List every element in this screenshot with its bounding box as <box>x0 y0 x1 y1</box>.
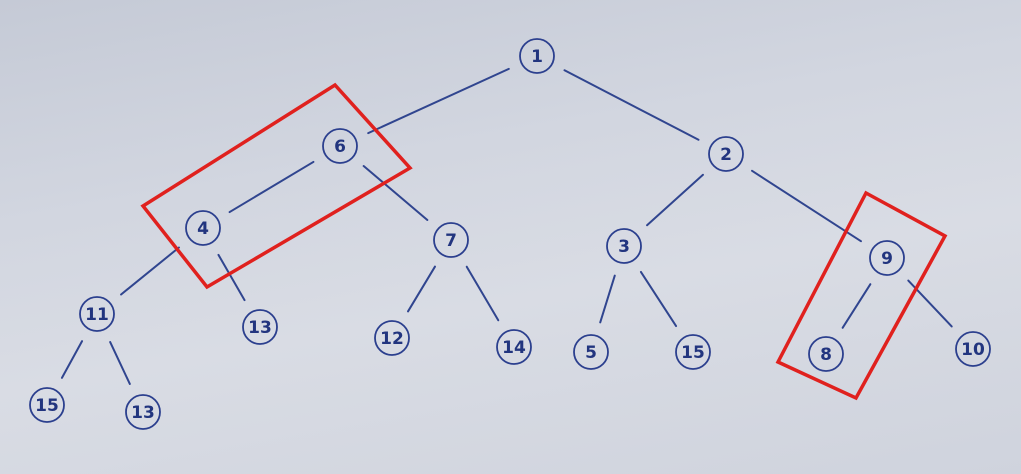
tree-edge-n4-n13a <box>217 253 246 302</box>
node-circle <box>374 320 410 356</box>
tree-edge-n2-n9 <box>751 169 862 243</box>
node-label: 7 <box>445 231 457 251</box>
tree-node-n6: 6 <box>322 128 358 164</box>
node-circle <box>29 387 65 423</box>
node-label: 2 <box>720 145 732 165</box>
tree-node-n10: 10 <box>955 331 991 367</box>
tree-node-n7: 7 <box>433 222 469 258</box>
node-label: 5 <box>585 343 597 363</box>
node-circle <box>675 334 711 370</box>
tree-node-n9: 9 <box>869 240 905 276</box>
node-circle <box>606 228 642 264</box>
highlight-box-n9-n8 <box>775 190 948 401</box>
node-label: 9 <box>881 249 893 269</box>
node-label: 14 <box>502 338 526 358</box>
tree-edge-n3-n15a <box>639 270 678 328</box>
tree-node-n3: 3 <box>606 228 642 264</box>
node-label: 1 <box>531 47 543 67</box>
tree-edge-n6-n7 <box>362 165 429 221</box>
node-circle <box>433 222 469 258</box>
node-label: 13 <box>248 318 272 338</box>
tree-node-n4: 4 <box>185 210 221 246</box>
tree-edge-n7-n12 <box>406 265 437 313</box>
node-label: 13 <box>131 403 155 423</box>
node-label: 6 <box>334 137 346 157</box>
tree-node-root: 1 <box>519 38 555 74</box>
tree-edge-root-n2 <box>563 69 700 141</box>
node-label: 15 <box>35 396 59 416</box>
node-circle <box>496 329 532 365</box>
node-circle <box>808 336 844 372</box>
tree-node-n5: 5 <box>573 334 609 370</box>
node-label: 8 <box>820 345 832 365</box>
tree-node-n8: 8 <box>808 336 844 372</box>
tree-edge-n2-n3 <box>646 173 704 227</box>
tree-edge-n6-n4 <box>228 160 315 214</box>
node-label: 12 <box>380 329 404 349</box>
tree-node-n13b: 13 <box>125 394 161 430</box>
tree-edge-root-n6 <box>367 67 510 135</box>
node-circle <box>519 38 555 74</box>
node-circle <box>242 309 278 345</box>
tree-node-n15a: 15 <box>675 334 711 370</box>
tree-edge-n9-n8 <box>841 283 872 329</box>
tree-node-n13a: 13 <box>242 309 278 345</box>
tree-node-n14: 14 <box>496 329 532 365</box>
node-circle <box>125 394 161 430</box>
tree-edge-n7-n14 <box>465 265 500 322</box>
tree-edge-n11-n15b <box>60 340 84 379</box>
node-circle <box>322 128 358 164</box>
node-circle <box>573 334 609 370</box>
highlight-box-n6-n4 <box>140 82 413 290</box>
tree-node-n12: 12 <box>374 320 410 356</box>
node-circle <box>955 331 991 367</box>
node-circle <box>185 210 221 246</box>
tree-edge-n4-n11 <box>120 246 180 296</box>
tree-node-n11: 11 <box>79 296 115 332</box>
tree-edge-n3-n5 <box>599 274 616 324</box>
node-label: 3 <box>618 237 630 257</box>
tree-node-n15b: 15 <box>29 387 65 423</box>
node-circle <box>869 240 905 276</box>
node-circle <box>708 136 744 172</box>
node-label: 11 <box>85 305 109 325</box>
node-label: 4 <box>197 219 209 239</box>
node-label: 15 <box>681 343 705 363</box>
tree-node-n2: 2 <box>708 136 744 172</box>
node-circle <box>79 296 115 332</box>
tree-edge-n11-n13b <box>109 341 131 385</box>
node-label: 10 <box>961 340 985 360</box>
